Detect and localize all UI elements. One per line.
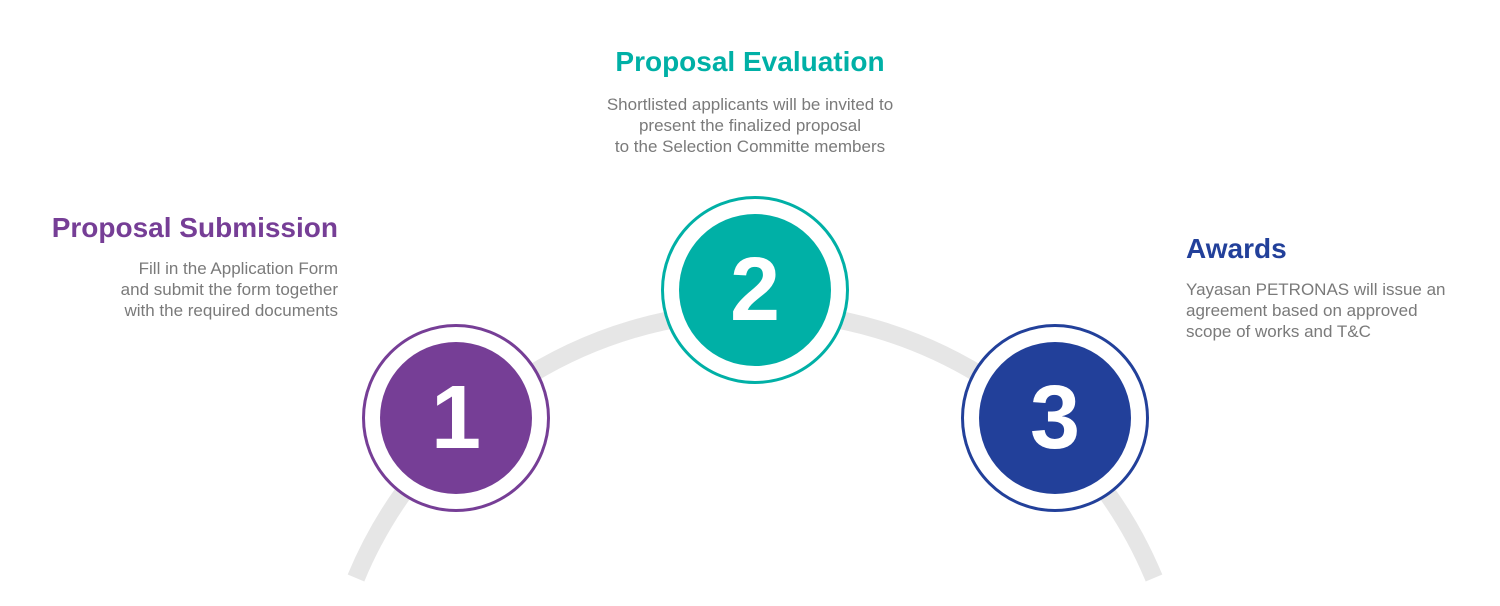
step-2-number: 2	[679, 214, 831, 366]
step-3-badge: 3	[961, 324, 1149, 512]
step-1-number: 1	[380, 342, 532, 494]
step-1-title: Proposal Submission	[51, 212, 338, 243]
step-3-title: Awards	[1186, 233, 1287, 264]
step-2-title: Proposal Evaluation	[615, 46, 885, 77]
step-3-description: Yayasan PETRONAS will issue an agreement…	[1186, 280, 1446, 341]
step-2-description: Shortlisted applicants will be invited t…	[606, 95, 894, 156]
step-2-badge: 2	[661, 196, 849, 384]
step-1-description: Fill in the Application Form and submit …	[120, 259, 338, 320]
step-1-badge: 1	[362, 324, 550, 512]
step-3-number: 3	[979, 342, 1131, 494]
